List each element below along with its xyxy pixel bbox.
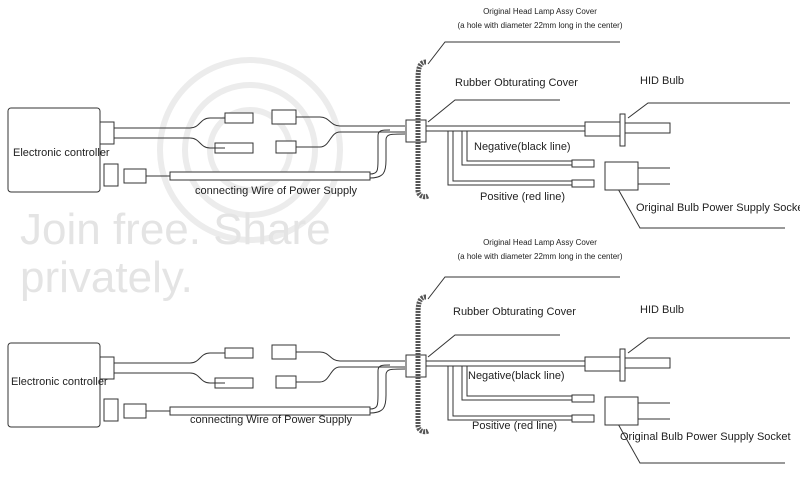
polarity-wires: [447, 366, 572, 421]
cover-title-label: Original Head Lamp Assy Cover: [483, 7, 597, 16]
bulb-base: [584, 121, 621, 137]
power-plug: [123, 403, 147, 419]
hid-bulb: [624, 357, 671, 369]
rubber-cover-label: Rubber Obturating Cover: [455, 77, 578, 89]
bulb-cable: [426, 360, 585, 367]
positive-label: Positive (red line): [472, 420, 557, 432]
power-wire-label: connecting Wire of Power Supply: [195, 185, 358, 197]
bulb-leader-line: [627, 337, 790, 354]
socket-label: Original Bulb Power Supply Socket: [620, 431, 791, 443]
bulb-cable: [426, 125, 585, 132]
positive-terminal: [571, 179, 595, 188]
head-lamp-cover: [415, 294, 430, 435]
positive-terminal: [571, 414, 595, 423]
hid-bulb-label: HID Bulb: [640, 304, 684, 316]
power-supply-socket: [604, 161, 639, 191]
controller-output-connector: [99, 121, 115, 145]
grommet-leader-line: [427, 334, 560, 358]
connector-upper-left: [224, 347, 254, 359]
electronic-controller-box: [7, 342, 101, 428]
hid-bulb-label: HID Bulb: [640, 75, 684, 87]
wiring-diagram-bottom: Original Head Lamp Assy Cover (a hole wi…: [7, 238, 791, 464]
grommet-leader-line: [427, 99, 560, 123]
socket-wires: [612, 402, 785, 464]
head-lamp-cover: [415, 59, 430, 200]
connector-lower-right: [275, 140, 297, 154]
socket-label: Original Bulb Power Supply Socket: [636, 202, 800, 214]
bulb-base: [584, 356, 621, 372]
positive-label: Positive (red line): [480, 191, 565, 203]
electronic-controller-box: [7, 107, 101, 193]
output-cable: [114, 352, 225, 384]
power-wire-label: connecting Wire of Power Supply: [190, 414, 353, 426]
negative-terminal: [571, 159, 595, 168]
output-cable: [114, 117, 225, 149]
watermark-text: Join free. Share privately.: [20, 205, 331, 302]
controller-power-connector: [103, 398, 119, 422]
hid-bulb: [624, 122, 671, 134]
cover-leader-line: [427, 276, 620, 300]
bulb-leader-line: [627, 102, 790, 119]
cover-note-label: (a hole with diameter 22mm long in the c…: [458, 21, 623, 30]
power-wire-bend: [369, 364, 406, 414]
power-supply-socket: [604, 396, 639, 426]
negative-terminal: [571, 394, 595, 403]
power-supply-wire: [169, 171, 371, 181]
controller-label: Electronic controller: [11, 376, 108, 388]
connector-upper-right: [271, 344, 297, 360]
controller-power-connector: [103, 163, 119, 187]
cover-note-label: (a hole with diameter 22mm long in the c…: [458, 252, 623, 261]
socket-wires: [612, 167, 785, 229]
connector-upper-right: [271, 109, 297, 125]
bulb-flange: [619, 348, 626, 382]
wiring-diagram-top: Original Head Lamp Assy Cover (a hole wi…: [7, 7, 800, 229]
controller-label: Electronic controller: [13, 147, 110, 159]
harness-cable: [296, 351, 405, 383]
bulb-flange: [619, 113, 626, 147]
negative-label: Negative(black line): [468, 370, 565, 382]
connector-lower-right: [275, 375, 297, 389]
polarity-wires: [447, 131, 572, 186]
rubber-cover-label: Rubber Obturating Cover: [453, 306, 576, 318]
cover-leader-line: [427, 41, 620, 65]
cover-title-label: Original Head Lamp Assy Cover: [483, 238, 597, 247]
negative-label: Negative(black line): [474, 141, 571, 153]
connector-upper-left: [224, 112, 254, 124]
harness-cable: [296, 116, 405, 148]
power-wire-bend: [369, 129, 406, 179]
power-plug: [123, 168, 147, 184]
